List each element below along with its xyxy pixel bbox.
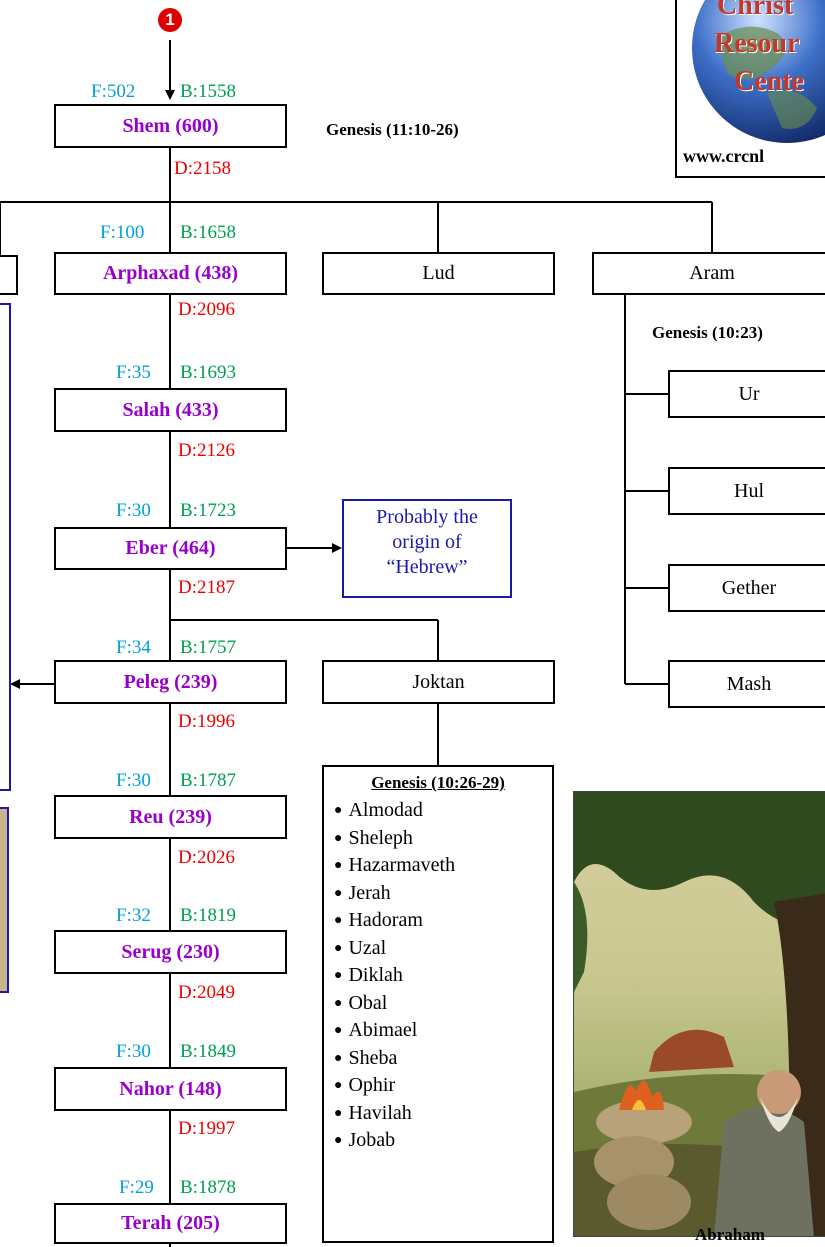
person-shem-name: Shem (600) (122, 114, 219, 137)
serug-birth-year: B:1819 (180, 905, 236, 926)
genesis-ref-aram: Genesis (10:23) (652, 323, 763, 342)
person-mash-name: Mash (726, 672, 772, 695)
person-joktan-name: Joktan (412, 670, 465, 693)
hebrew-origin-note: Probably the origin of “Hebrew” (342, 499, 512, 598)
person-terah-name: Terah (205) (121, 1212, 220, 1234)
joktan-sons-list: Genesis (10:26-29) ●Almodad ●Sheleph ●Ha… (322, 765, 554, 1243)
left-frame (0, 303, 11, 791)
arphaxad-father-age: F:100 (100, 222, 145, 243)
left-image-edge (0, 807, 9, 993)
nahor-death-year: D:1997 (178, 1118, 235, 1139)
person-salah-name: Salah (433) (122, 398, 219, 421)
peleg-death-year: D:1996 (178, 711, 235, 732)
shem-father-age: F:502 (91, 81, 136, 102)
list-item: ●Abimael (334, 1019, 418, 1041)
eber-father-age: F:30 (116, 500, 151, 521)
salah-death-year: D:2126 (178, 440, 235, 461)
person-lud-name: Lud (422, 262, 455, 284)
list-item: ●Obal (334, 991, 388, 1014)
list-item: ●Hadoram (334, 909, 423, 931)
person-nahor: Nahor (148) (54, 1067, 287, 1111)
person-peleg-name: Peleg (239) (123, 670, 218, 693)
partial-box-left (0, 255, 18, 295)
reu-birth-year: B:1787 (180, 770, 236, 791)
logo-word-3: Cente (734, 66, 804, 97)
hebrew-note-line-2: origin of (392, 531, 462, 553)
person-hul-name: Hul (734, 479, 764, 502)
logo-word-1: Christ (717, 0, 794, 21)
hebrew-note-line-1: Probably the (376, 506, 478, 528)
reu-father-age: F:30 (116, 770, 151, 791)
peleg-father-age: F:34 (116, 637, 151, 658)
reu-death-year: D:2026 (178, 847, 235, 868)
logo-url: www.crcnl (683, 146, 825, 167)
person-aram: Aram (592, 252, 825, 295)
eber-death-year: D:2187 (178, 577, 235, 598)
abraham-painting (573, 791, 825, 1237)
crc-logo: Christ Resour Cente www.crcnl (675, 0, 825, 178)
person-arphaxad-name: Arphaxad (438) (102, 262, 238, 284)
terah-father-age: F:29 (119, 1177, 154, 1198)
list-item: ●Havilah (334, 1101, 412, 1124)
shem-birth-year: B:1558 (180, 81, 236, 102)
person-ur: Ur (668, 370, 825, 418)
person-terah: Terah (205) (54, 1203, 287, 1244)
person-ur-name: Ur (738, 382, 760, 405)
serug-death-year: D:2049 (178, 982, 235, 1003)
logo-word-2: Resour (714, 28, 800, 59)
peleg-birth-year: B:1757 (180, 637, 236, 658)
person-joktan: Joktan (322, 660, 555, 704)
person-arphaxad: Arphaxad (438) (54, 252, 287, 295)
list-item: ●Sheleph (334, 826, 413, 849)
list-item: ●Jobab (334, 1129, 396, 1151)
person-shem: Shem (600) (54, 104, 287, 148)
person-aram-name: Aram (689, 262, 735, 284)
person-reu-name: Reu (239) (129, 805, 212, 828)
nahor-father-age: F:30 (116, 1041, 151, 1062)
person-reu: Reu (239) (54, 795, 287, 839)
nahor-birth-year: B:1849 (180, 1041, 236, 1062)
person-serug: Serug (230) (54, 930, 287, 974)
person-serug-name: Serug (230) (121, 940, 220, 963)
list-item: ●Hazarmaveth (334, 854, 456, 876)
arphaxad-death-year: D:2096 (178, 299, 235, 320)
person-eber: Eber (464) (54, 527, 287, 570)
abraham-caption: Abraham (695, 1225, 765, 1244)
shem-death-year: D:2158 (174, 158, 231, 179)
person-gether-name: Gether (721, 576, 777, 599)
person-hul: Hul (668, 467, 825, 515)
arphaxad-birth-year: B:1658 (180, 222, 236, 243)
hebrew-note-line-3: “Hebrew” (386, 556, 468, 578)
list-item: ●Ophir (334, 1074, 396, 1096)
abraham-scene (574, 792, 825, 1236)
eber-birth-year: B:1723 (180, 500, 236, 521)
person-salah: Salah (433) (54, 388, 287, 432)
list-item: ●Sheba (334, 1046, 398, 1069)
person-mash: Mash (668, 660, 825, 708)
terah-birth-year: B:1878 (180, 1177, 236, 1198)
list-item: ●Diklah (334, 964, 403, 986)
step-marker: 1 (158, 8, 182, 32)
person-lud: Lud (322, 252, 555, 295)
salah-father-age: F:35 (116, 362, 151, 383)
genesis-ref-shem: Genesis (11:10-26) (326, 120, 459, 139)
genesis-ref-joktan: Genesis (10:26-29) (371, 773, 505, 792)
person-peleg: Peleg (239) (54, 660, 287, 704)
step-marker-number: 1 (165, 10, 175, 29)
serug-father-age: F:32 (116, 905, 151, 926)
list-item: ●Uzal (334, 936, 387, 959)
list-item: ●Jerah (334, 881, 391, 904)
person-eber-name: Eber (464) (125, 537, 216, 559)
salah-birth-year: B:1693 (180, 362, 236, 383)
person-nahor-name: Nahor (148) (119, 1077, 222, 1100)
list-item: ●Almodad (334, 799, 423, 821)
person-gether: Gether (668, 564, 825, 612)
